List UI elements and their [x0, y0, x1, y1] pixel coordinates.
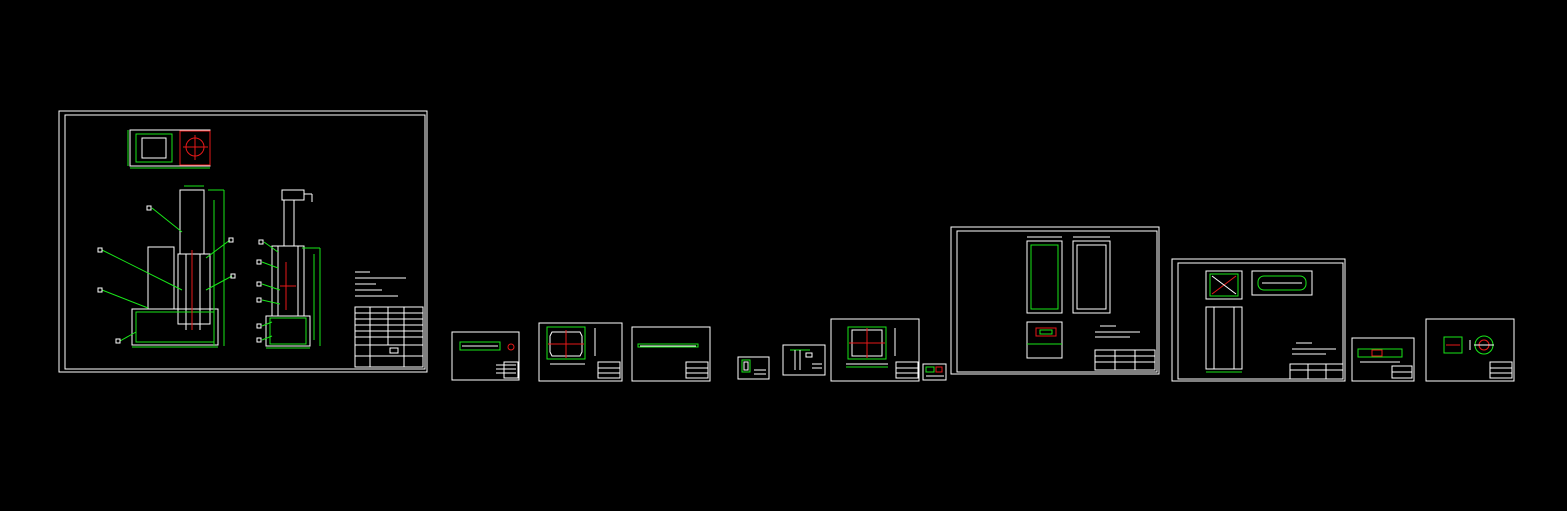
- sheet-6-part[interactable]: [782, 344, 826, 376]
- sheet-outer-border: [58, 110, 428, 373]
- sheet-11-part[interactable]: [1351, 337, 1415, 382]
- title-block[interactable]: [354, 306, 424, 368]
- sheet-12-part[interactable]: [1425, 318, 1515, 382]
- sheet-10-part[interactable]: [1171, 258, 1346, 382]
- plan-view: [127, 129, 211, 169]
- section-view: [256, 189, 321, 349]
- sheet-5-part[interactable]: [737, 356, 770, 380]
- sheet-4-part[interactable]: [631, 326, 711, 382]
- sheet-3-part[interactable]: [538, 322, 623, 382]
- sheet-1-assembly[interactable]: [58, 110, 428, 373]
- sheet-inner-border: [64, 114, 426, 370]
- sheet-2-part[interactable]: [451, 331, 520, 381]
- front-elevation-view: [97, 185, 236, 348]
- sheet-8-part[interactable]: [922, 363, 947, 381]
- sheet-7-part[interactable]: [830, 318, 920, 382]
- technical-notes-block: [355, 271, 406, 297]
- sheet-9-part[interactable]: [950, 226, 1160, 375]
